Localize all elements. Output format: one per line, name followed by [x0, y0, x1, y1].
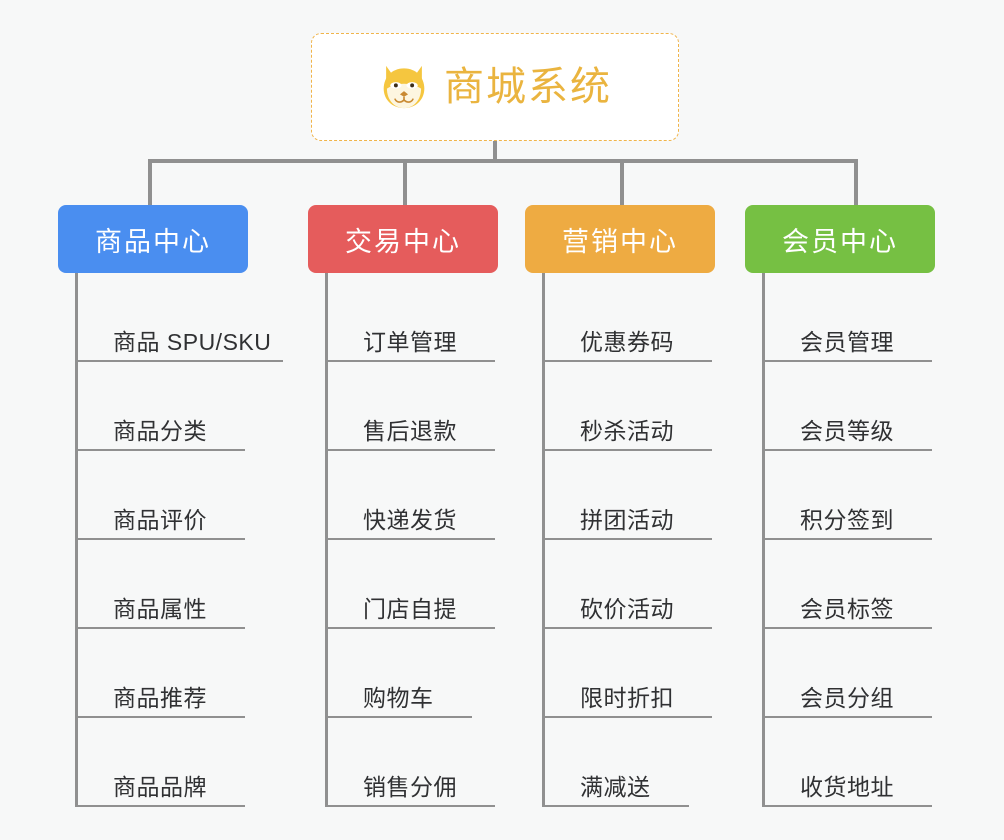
leaf-spine-2 — [325, 273, 328, 807]
leaf-item-label: 积分签到 — [800, 506, 894, 533]
leaf-item[interactable]: 积分签到 — [762, 451, 932, 540]
shiba-dog-face-icon — [383, 65, 425, 109]
leaf-item-label: 会员等级 — [800, 417, 894, 444]
leaf-column-2: 订单管理售后退款快递发货门店自提购物车销售分佣 — [325, 273, 495, 807]
leaf-item[interactable]: 会员分组 — [762, 629, 932, 718]
leaf-item[interactable]: 门店自提 — [325, 540, 495, 629]
leaf-item[interactable]: 会员标签 — [762, 540, 932, 629]
connector-root-stem — [493, 141, 497, 163]
leaf-item-label: 会员分组 — [800, 684, 894, 711]
leaf-item-label: 收货地址 — [800, 773, 894, 800]
leaf-item[interactable]: 拼团活动 — [542, 451, 712, 540]
category-box-4[interactable]: 会员中心 — [745, 205, 935, 273]
leaf-column-1: 商品 SPU/SKU 商品分类商品评价商品属性商品推荐商品品牌 — [75, 273, 283, 807]
category-label-3: 营销中心 — [562, 226, 678, 257]
leaf-item-label: 快递发货 — [363, 506, 457, 533]
leaf-item[interactable]: 商品推荐 — [75, 629, 245, 718]
category-box-2[interactable]: 交易中心 — [308, 205, 498, 273]
leaf-item[interactable]: 购物车 — [325, 629, 472, 718]
leaf-item[interactable]: 商品品牌 — [75, 718, 245, 807]
leaf-item-label: 拼团活动 — [580, 506, 674, 533]
leaf-item-label: 会员标签 — [800, 595, 894, 622]
leaf-item[interactable]: 商品 SPU/SKU — [75, 273, 283, 362]
leaf-item-label: 门店自提 — [363, 595, 457, 622]
category-label-1: 商品中心 — [95, 226, 211, 257]
leaf-item-label: 订单管理 — [363, 328, 457, 355]
leaf-item-label: 限时折扣 — [580, 684, 674, 711]
leaf-item[interactable]: 商品分类 — [75, 362, 245, 451]
leaf-item[interactable]: 会员管理 — [762, 273, 932, 362]
leaf-item[interactable]: 限时折扣 — [542, 629, 712, 718]
leaf-spine-3 — [542, 273, 545, 807]
leaf-item[interactable]: 订单管理 — [325, 273, 495, 362]
leaf-item-label: 商品推荐 — [113, 684, 207, 711]
root-title: 商城系统 — [444, 65, 612, 109]
category-box-1[interactable]: 商品中心 — [58, 205, 248, 273]
root-node[interactable]: 商城系统 — [311, 33, 679, 141]
leaf-spine-1 — [75, 273, 78, 807]
leaf-item-label: 购物车 — [363, 684, 434, 711]
leaf-item-label: 售后退款 — [363, 417, 457, 444]
category-box-3[interactable]: 营销中心 — [525, 205, 715, 273]
leaf-item-label: 商品属性 — [113, 595, 207, 622]
leaf-item-label: 销售分佣 — [363, 773, 457, 800]
leaf-item[interactable]: 会员等级 — [762, 362, 932, 451]
leaf-item[interactable]: 优惠券码 — [542, 273, 712, 362]
leaf-item[interactable]: 商品评价 — [75, 451, 245, 540]
leaf-item-label: 商品 SPU/SKU — [113, 328, 272, 355]
leaf-item[interactable]: 销售分佣 — [325, 718, 495, 807]
leaf-item-label: 优惠券码 — [580, 328, 674, 355]
leaf-item[interactable]: 收货地址 — [762, 718, 932, 807]
leaf-item[interactable]: 秒杀活动 — [542, 362, 712, 451]
category-label-4: 会员中心 — [782, 226, 898, 257]
connector-drop-1 — [148, 159, 152, 207]
leaf-item[interactable]: 快递发货 — [325, 451, 495, 540]
connector-drop-3 — [620, 159, 624, 207]
leaf-item[interactable]: 满减送 — [542, 718, 689, 807]
connector-drop-4 — [854, 159, 858, 207]
leaf-item-label: 满减送 — [580, 773, 651, 800]
leaf-item-label: 砍价活动 — [580, 595, 674, 622]
connector-drop-2 — [403, 159, 407, 207]
leaf-item-label: 商品评价 — [113, 506, 207, 533]
leaf-spine-4 — [762, 273, 765, 807]
leaf-item[interactable]: 售后退款 — [325, 362, 495, 451]
leaf-column-4: 会员管理会员等级积分签到会员标签会员分组收货地址 — [762, 273, 932, 807]
leaf-item-label: 会员管理 — [800, 328, 894, 355]
leaf-item-label: 秒杀活动 — [580, 417, 674, 444]
leaf-item[interactable]: 砍价活动 — [542, 540, 712, 629]
category-label-2: 交易中心 — [345, 226, 461, 257]
leaf-item-label: 商品分类 — [113, 417, 207, 444]
leaf-item-label: 商品品牌 — [113, 773, 207, 800]
leaf-item[interactable]: 商品属性 — [75, 540, 245, 629]
connector-bus — [148, 159, 856, 163]
leaf-column-3: 优惠券码秒杀活动拼团活动砍价活动限时折扣满减送 — [542, 273, 712, 807]
